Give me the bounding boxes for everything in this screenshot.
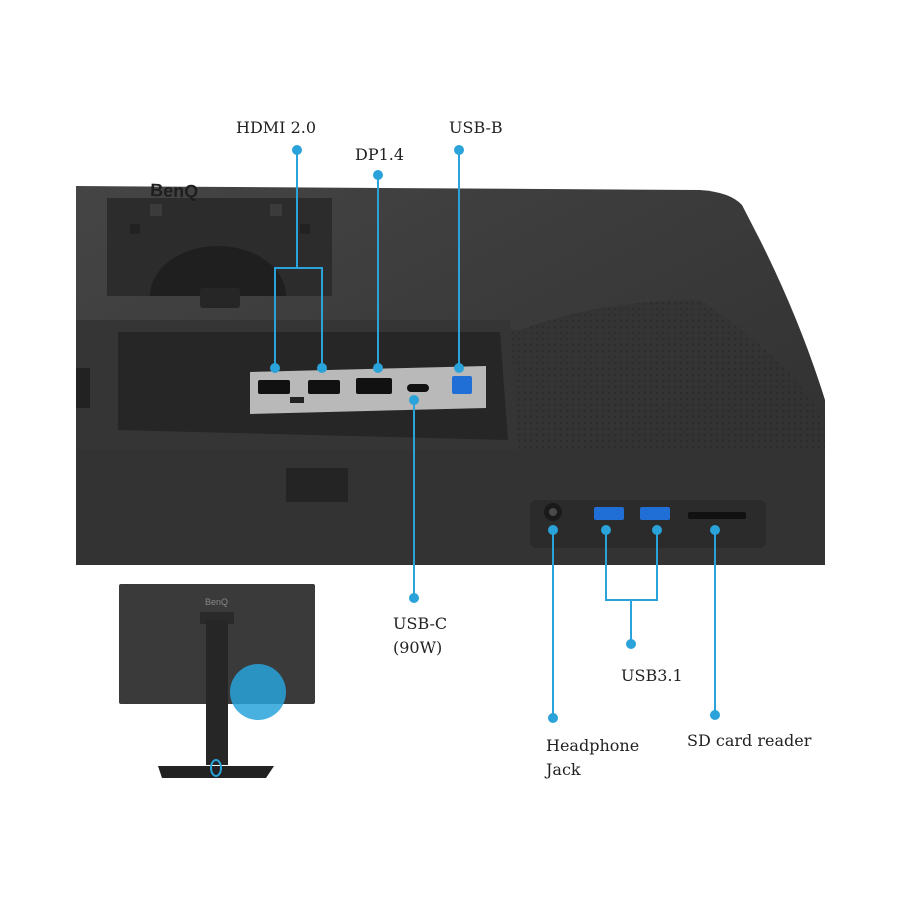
brand-logo: BenQ	[150, 180, 199, 202]
label-usb-c: USB-C	[393, 614, 448, 633]
label-headphone-jack: Jack	[546, 760, 581, 779]
monitor-thumbnail: BenQ	[119, 584, 315, 778]
callout-lines	[274, 150, 716, 718]
label-usb-c-power: (90W)	[393, 638, 443, 657]
dp-port	[356, 378, 392, 394]
label-sd-card-reader: SD card reader	[687, 731, 812, 750]
label-headphone: Headphone	[546, 736, 640, 755]
sd-card-slot	[688, 512, 746, 519]
usb3-port-1	[594, 507, 624, 520]
label-usb-b: USB-B	[449, 118, 503, 137]
hdmi-port-2	[308, 380, 340, 394]
label-dp: DP1.4	[355, 145, 405, 164]
thumbnail-brand-logo: BenQ	[205, 597, 228, 607]
highlight-marker	[230, 664, 286, 720]
callout-dots	[270, 145, 720, 723]
usb-c-port	[407, 384, 429, 392]
label-usb3: USB3.1	[621, 666, 683, 685]
usb-b-port	[452, 376, 472, 394]
port-panel	[250, 366, 486, 414]
bottom-ports	[544, 503, 746, 521]
usb3-port-2	[640, 507, 670, 520]
label-hdmi: HDMI 2.0	[236, 118, 317, 137]
hdmi-port-1	[258, 380, 290, 394]
